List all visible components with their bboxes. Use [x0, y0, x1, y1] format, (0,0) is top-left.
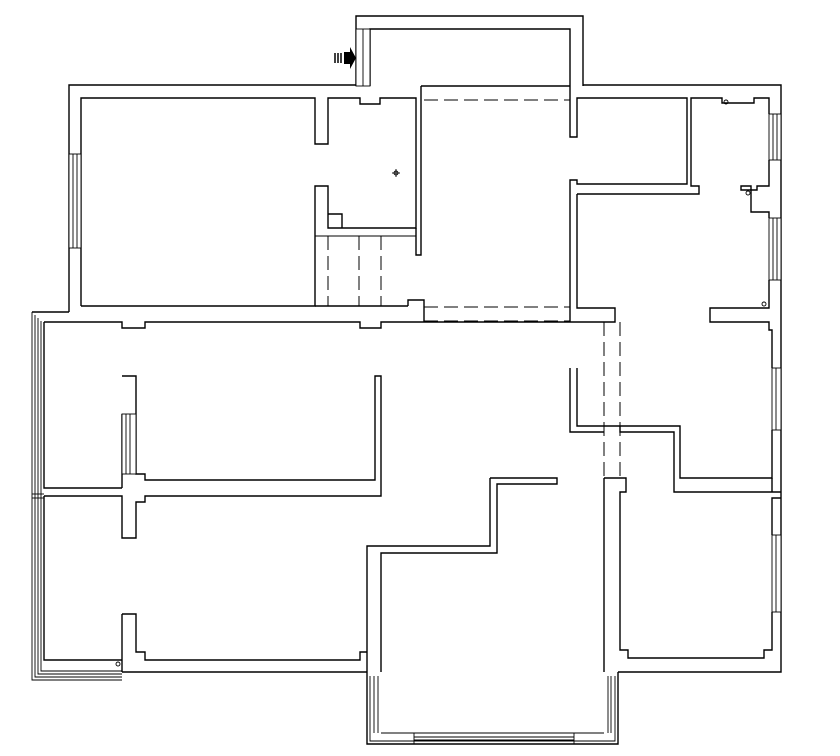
bay-window-bottom	[366, 672, 619, 745]
room-top-right	[570, 97, 773, 368]
room-right-middle	[569, 368, 781, 493]
exterior-walls	[32, 15, 782, 673]
windows	[68, 28, 782, 613]
room-bottom-right	[603, 477, 781, 672]
stair-lines	[314, 235, 416, 306]
room-left-bottom	[43, 496, 367, 672]
entrance-arrow-icon	[334, 47, 356, 69]
closet	[366, 477, 558, 672]
room-top-left	[80, 85, 688, 322]
bay-window-left	[31, 312, 122, 681]
opening-dashes	[424, 85, 621, 478]
fixture-crosshair-icon	[392, 169, 400, 177]
